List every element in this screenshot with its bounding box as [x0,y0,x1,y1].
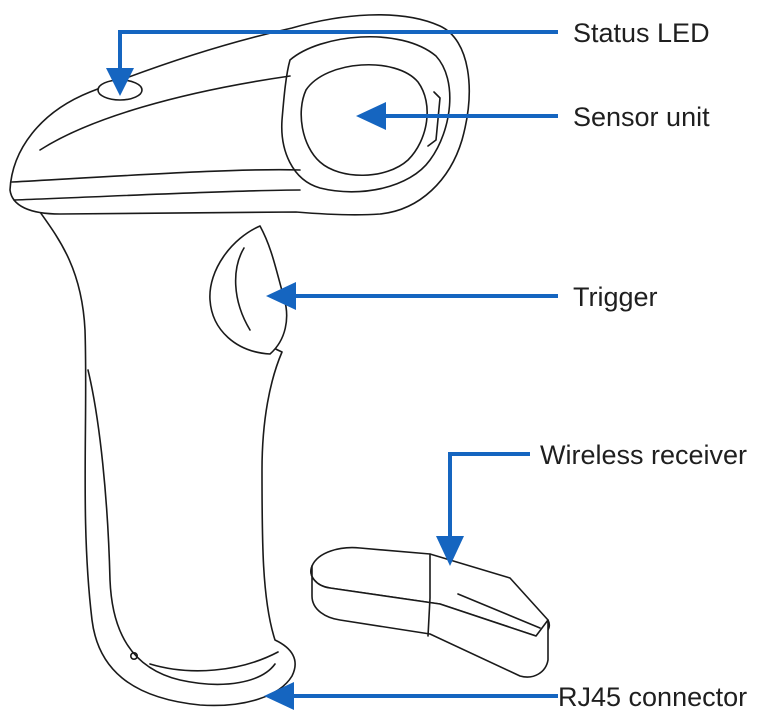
scanner-sensor-rim [281,35,451,193]
scanner-head-ridge [39,75,291,151]
trigger-label: Trigger [573,282,658,312]
wireless-receiver-arrowhead [436,536,464,566]
scanner-trigger [209,225,288,355]
scanner-sensor-accent [427,91,441,147]
receiver-plug-seam [427,553,431,637]
scanner-handle [39,211,296,707]
wireless-receiver-illustration [310,546,551,678]
status-led-label: Status LED [573,18,710,48]
wireless-receiver-callout-line [448,452,530,540]
status-led-arrowhead [106,68,134,96]
sensor-unit-arrowhead [356,102,386,130]
callouts [106,30,558,710]
scanner-head-band-lower [13,189,301,201]
scanner-screw-dot [130,651,139,660]
rj45-connector-arrowhead [264,682,294,710]
callout-labels: Status LED Sensor unit Trigger Wireless … [540,18,747,712]
sensor-unit-label: Sensor unit [573,102,710,132]
status-led-callout-line [118,30,558,70]
wireless-receiver-label: Wireless receiver [540,440,747,470]
scanner-grip-contour [87,369,276,686]
trigger-arrowhead [266,282,296,310]
rj45-connector-label: RJ45 connector [558,682,747,712]
barcode-scanner-illustration [9,14,470,707]
scanner-base-lip [149,651,279,672]
scanner-sensor-window [300,64,428,177]
receiver-plug-top [457,593,541,629]
scanner-trigger-inner [234,247,251,331]
scanner-head-band [11,168,301,183]
